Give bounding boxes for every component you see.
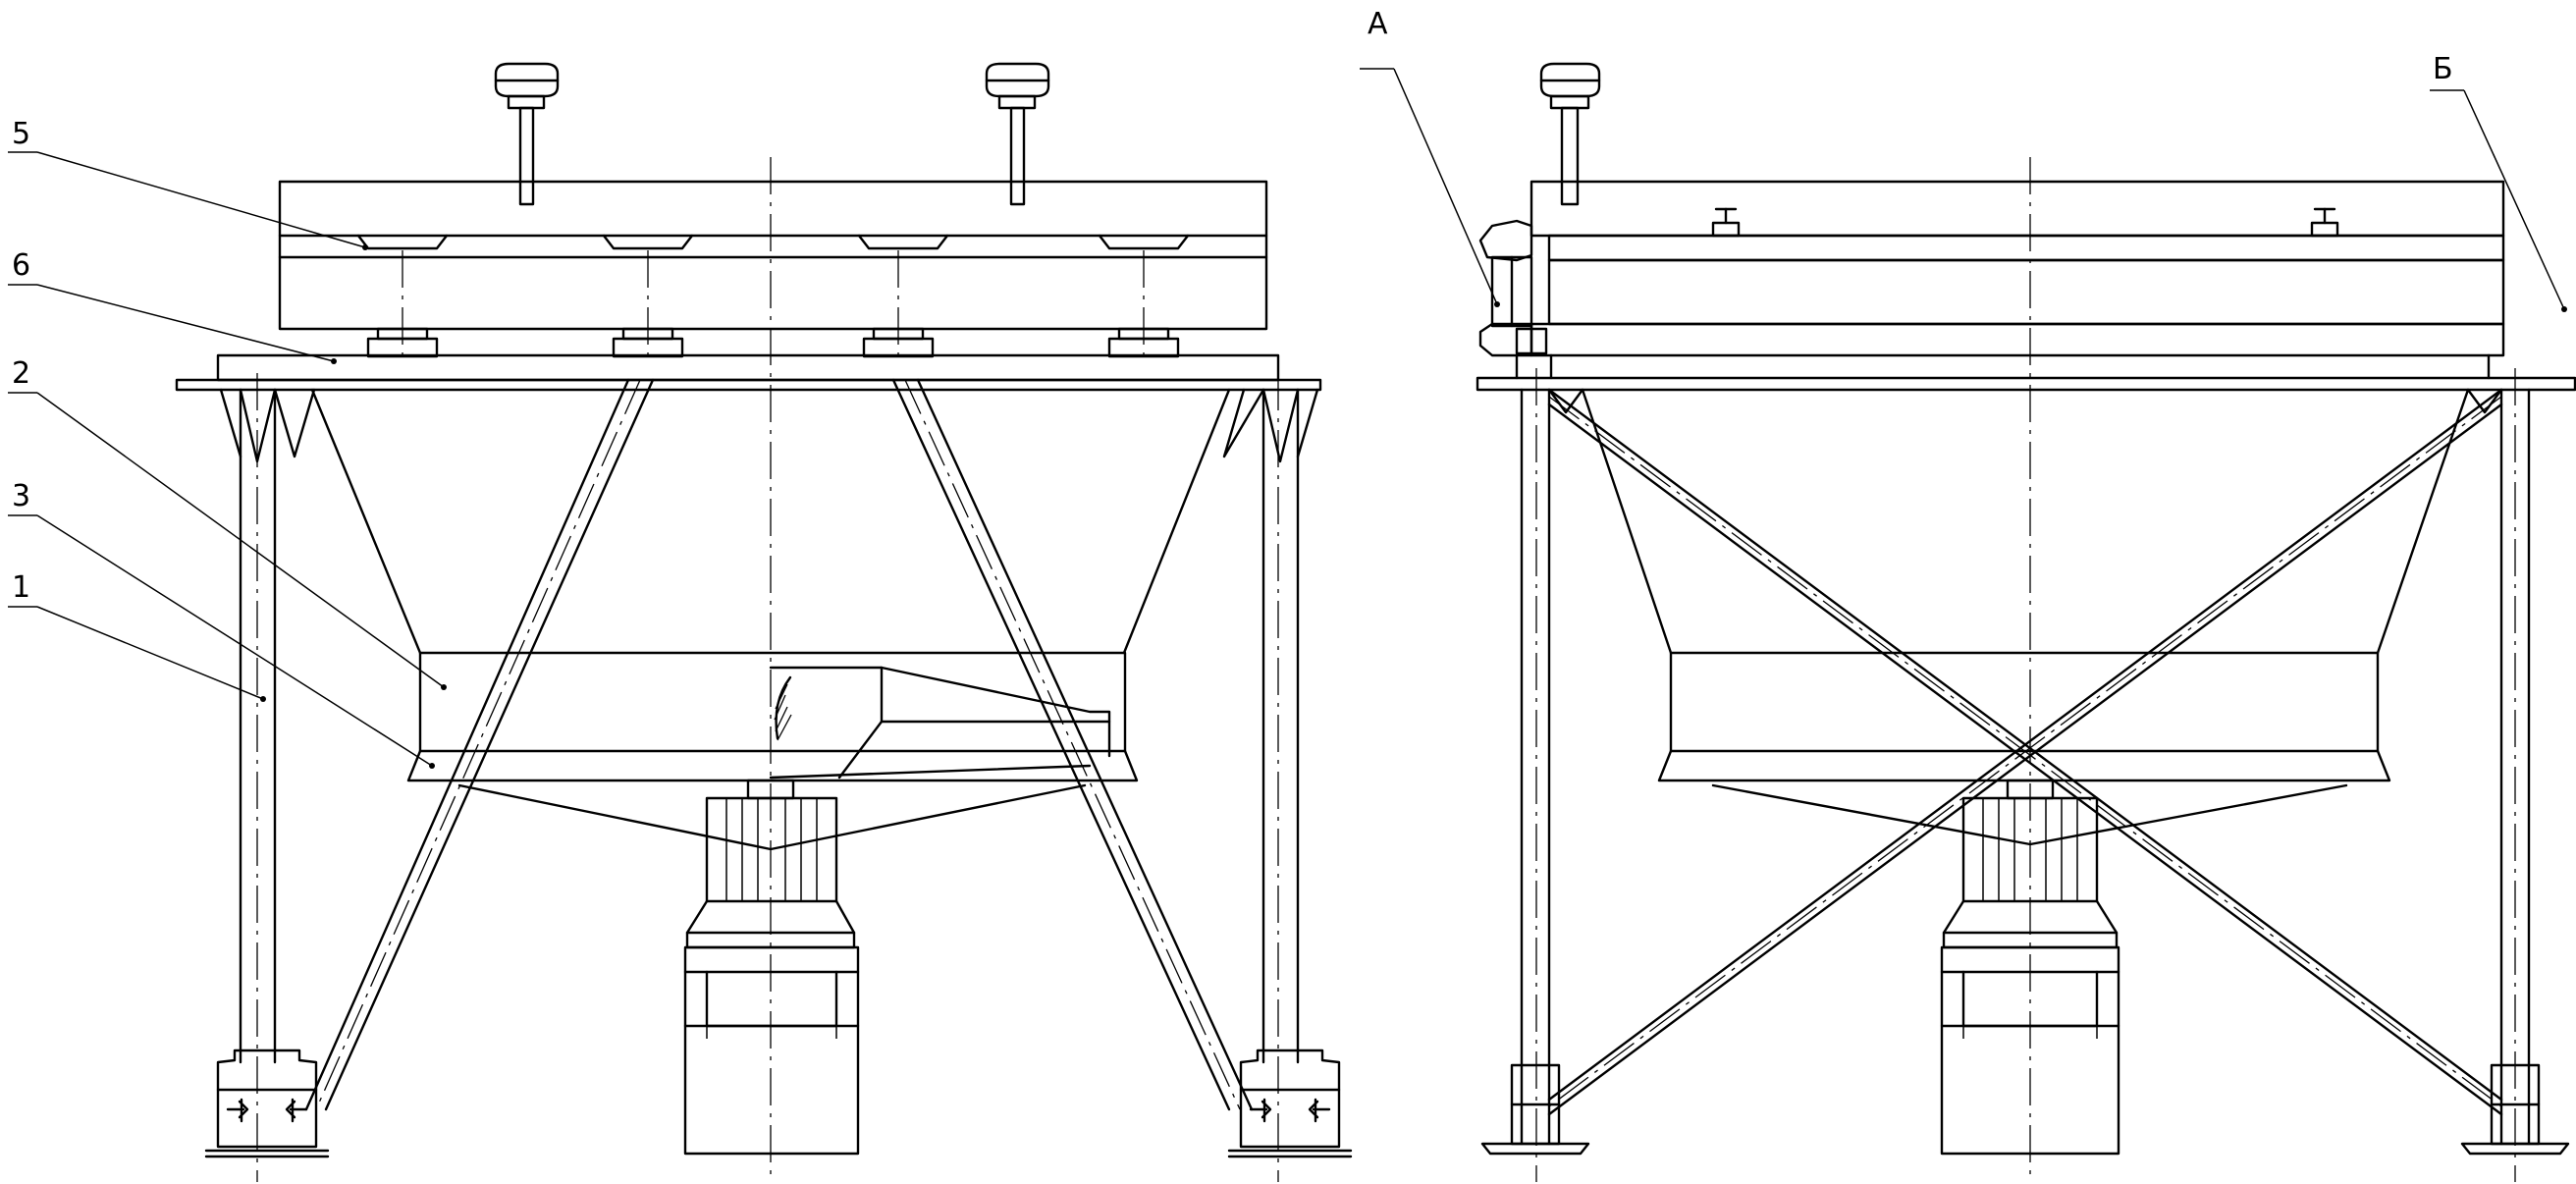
side-screen-box bbox=[1530, 180, 2505, 357]
screen-box bbox=[278, 180, 1268, 331]
leaders-side bbox=[1360, 68, 2567, 312]
side-view: А Б bbox=[1360, 7, 2576, 1182]
knob-right bbox=[985, 62, 1050, 206]
side-motor bbox=[1940, 779, 2120, 1156]
label-item-1: 1 bbox=[12, 570, 30, 605]
spring-supports bbox=[366, 327, 1180, 358]
side-hopper bbox=[1581, 388, 2470, 846]
label-item-3: 3 bbox=[12, 479, 30, 513]
frame-top-plate bbox=[175, 353, 1322, 392]
label-view-a: А bbox=[1368, 7, 1388, 41]
motor bbox=[683, 779, 860, 1156]
diagonal-braces bbox=[304, 378, 1254, 1111]
side-frame-plate bbox=[1476, 353, 2576, 392]
label-item-5: 5 bbox=[12, 117, 30, 151]
knob-left bbox=[494, 62, 560, 206]
side-legs bbox=[1480, 388, 2570, 1156]
side-knob bbox=[1539, 62, 1601, 206]
frame-legs bbox=[204, 388, 1353, 1158]
front-view: 5 6 2 3 1 bbox=[8, 62, 1353, 1182]
label-item-2: 2 bbox=[12, 356, 30, 391]
label-view-b: Б bbox=[2433, 52, 2453, 86]
leaders-front bbox=[8, 151, 447, 769]
label-item-6: 6 bbox=[12, 248, 30, 283]
